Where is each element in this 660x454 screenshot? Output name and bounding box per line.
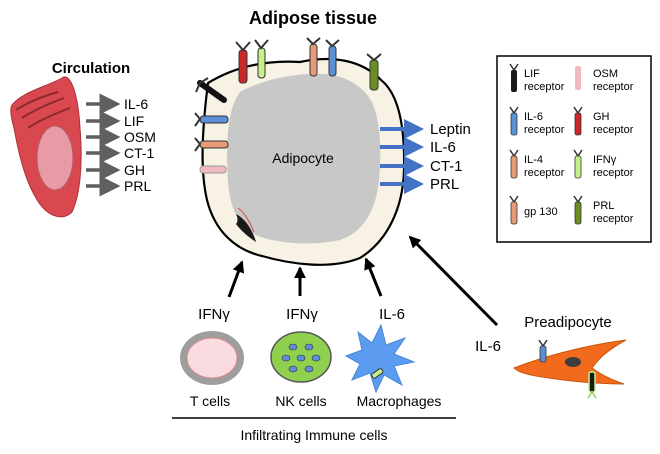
nk-granule [311,354,321,362]
nk-granule [304,343,314,351]
il6-receptor-icon [509,106,519,136]
legend-label: IL-6 [524,111,543,123]
il6-receptor-icon [194,112,229,127]
immune-factor: IL-6 [379,306,405,323]
adipocyte-receptors [194,37,382,174]
immune-cell-label: T cells [190,393,230,409]
adipocyte-label: Adipocyte [272,150,334,166]
immune-factor: IFNγ [286,306,318,323]
prl-receptor-icon [573,195,583,225]
lif-receptor-icon [195,77,227,103]
legend-label: PRL [593,200,614,212]
macrophage-arrow [364,257,383,297]
ifng-receptor-icon [573,149,583,179]
adipocyte-nucleus-edge [237,207,255,233]
prl-receptor-icon [366,53,382,91]
legend-label: receptor [593,213,634,225]
secreted-factor: Leptin [430,121,471,138]
gp130-icon [306,37,321,77]
gh-receptor-icon [235,41,251,84]
secreted-factor: IL-6 [430,139,456,156]
nk-granule [288,365,298,373]
secreted-factor: PRL [430,176,459,193]
nk-granule [304,365,314,373]
ifng-receptor-icon [587,371,597,399]
secretion-arrows [380,119,424,194]
immune-group-label: Infiltrating Immune cells [240,427,387,443]
circulation-factor: IL-6 [124,96,148,112]
immune-cell-label: NK cells [275,393,326,409]
circulation-factor: LIF [124,113,144,129]
circulation-factor: CT-1 [124,145,155,161]
legend-label: gp 130 [524,206,558,218]
circulation-nucleus [36,125,74,191]
nk-cell [270,331,332,383]
gh-receptor-icon [573,106,583,136]
il4-receptor-icon [509,149,519,179]
immune-arrows [227,235,499,327]
circulation-arrows [86,93,121,197]
legend-label: receptor [524,81,565,93]
ifng-receptor-icon [254,39,269,79]
gp130-icon [509,195,519,225]
receptor-legend: LIF receptor OSM receptor IL-6 receptor … [496,55,652,243]
preadipocyte-nucleus [565,357,581,367]
preadipocyte-factor: IL-6 [475,338,501,355]
osm-receptor-icon [575,66,581,90]
t-cell-arrow [227,260,245,298]
circulation-cell [10,76,82,218]
legend-label: GH [593,111,610,123]
lif-receptor-icon [509,63,519,92]
lipid-droplet [227,73,381,244]
legend-label: IL-4 [524,154,543,166]
adipocyte-cell: Adipocyte [201,57,406,266]
ifng-receptor-icon [371,368,384,379]
secreted-factor: CT-1 [430,158,463,175]
legend-label: IFNγ [593,154,617,166]
legend-label: receptor [524,167,565,179]
nk-granule [288,343,298,351]
il4-receptor-icon [194,137,229,152]
circulation-heading: Circulation [52,60,130,77]
diagram-title: Adipose tissue [249,8,377,28]
immune-factor: IFNγ [198,306,230,323]
circulation-factor: GH [124,162,145,178]
legend-label: receptor [593,124,634,136]
circulation-factor: OSM [124,129,156,145]
legend-label: LIF [524,68,540,80]
nk-granule [281,354,291,362]
macrophage [344,323,416,394]
il6-receptor-icon [538,339,548,363]
adipocyte-nucleus [236,214,256,242]
nk-granule [296,354,306,362]
preadipocyte-cell [513,339,627,399]
circulation-factor: PRL [124,178,151,194]
osm-receptor-icon [199,165,227,174]
preadipocyte-label: Preadipocyte [524,314,612,331]
legend-label: receptor [593,81,634,93]
circulation-factor-list: IL-6 LIF OSM CT-1 GH PRL [124,96,156,194]
immune-cell-label: Macrophages [357,393,442,409]
il6-receptor-icon [325,39,340,77]
t-cell [180,331,244,385]
legend-label: receptor [593,167,634,179]
preadipocyte-arrow [408,235,499,327]
legend-label: OSM [593,68,618,80]
legend-label: receptor [524,124,565,136]
